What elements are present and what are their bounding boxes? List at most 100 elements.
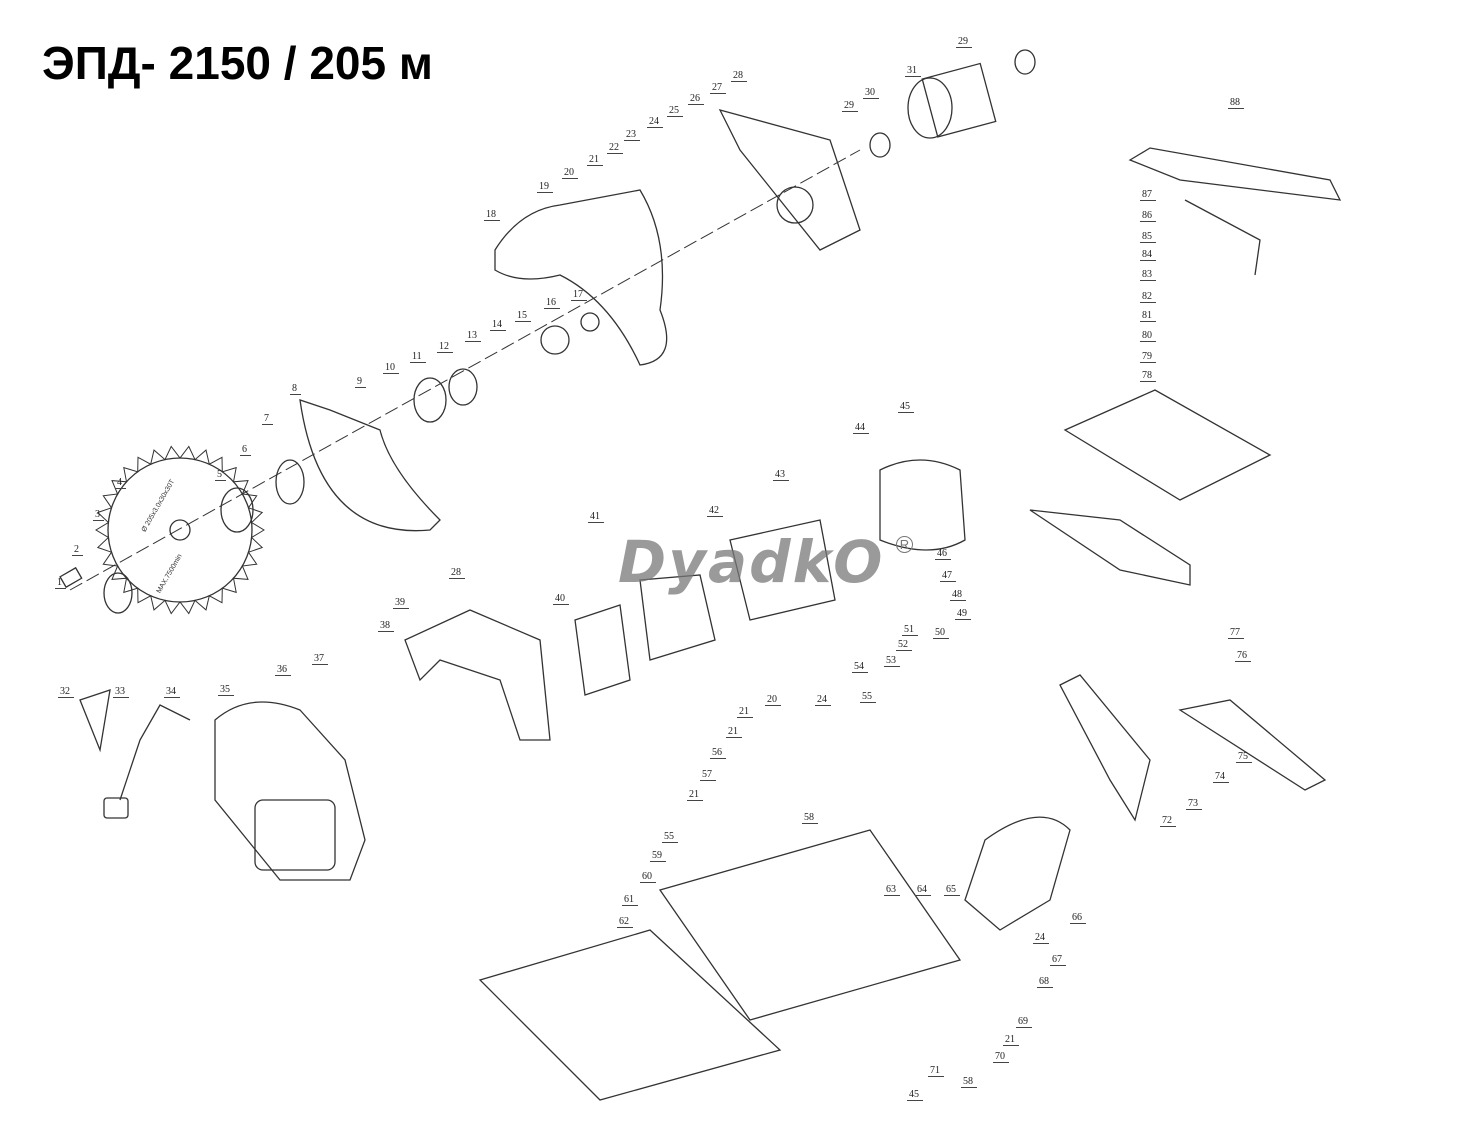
part-number-label: 58 xyxy=(961,1077,977,1088)
part-number-label: 84 xyxy=(1140,250,1156,261)
part-number-label: 28 xyxy=(731,71,747,82)
part-number-label: 17 xyxy=(571,290,587,301)
part-number-label: 21 xyxy=(726,727,742,738)
part-number-label: 20 xyxy=(765,695,781,706)
part-number-label: 61 xyxy=(622,895,638,906)
part-number-label: 68 xyxy=(1037,977,1053,988)
part-number-label: 33 xyxy=(113,687,129,698)
base-plate xyxy=(658,829,962,1021)
part-number-label: 42 xyxy=(707,506,723,517)
part-number-label: 10 xyxy=(383,363,399,374)
part-number-label: 7 xyxy=(262,414,273,425)
part-number-label: 18 xyxy=(484,210,500,221)
part-number-label: 23 xyxy=(624,130,640,141)
part-number-label: 86 xyxy=(1140,211,1156,222)
part-number-label: 34 xyxy=(164,687,180,698)
part-number-label: 52 xyxy=(896,640,912,651)
lower-guard xyxy=(299,399,441,532)
part-number-label: 80 xyxy=(1140,331,1156,342)
part-number-label: 53 xyxy=(884,656,900,667)
part-number-label: 20 xyxy=(562,168,578,179)
part-number-label: 25 xyxy=(667,106,683,117)
part-number-label: 19 xyxy=(537,182,553,193)
part-number-label: 78 xyxy=(1140,371,1156,382)
part-number-label: 66 xyxy=(1070,913,1086,924)
part-number-label: 24 xyxy=(647,117,663,128)
watermark-logo: DyadkO xyxy=(618,528,885,596)
part-number-label: 26 xyxy=(688,94,704,105)
upper-guard xyxy=(494,189,668,366)
motor-body-half xyxy=(214,701,366,881)
armature xyxy=(869,49,1036,158)
part-number-label: 55 xyxy=(662,832,678,843)
washer xyxy=(275,459,305,505)
part-number-label: 29 xyxy=(842,101,858,112)
part-number-label: 35 xyxy=(218,685,234,696)
part-number-label: 67 xyxy=(1050,955,1066,966)
saw-guard-lever xyxy=(1178,699,1327,791)
registered-mark: R xyxy=(896,536,913,553)
part-number-label: 21 xyxy=(1003,1035,1019,1046)
part-number-label: 8 xyxy=(290,384,301,395)
part-number-label: 16 xyxy=(544,298,560,309)
part-number-label: 47 xyxy=(940,571,956,582)
part-number-label: 45 xyxy=(898,402,914,413)
base-sole xyxy=(478,929,782,1101)
bearing xyxy=(448,368,478,406)
part-number-label: 65 xyxy=(944,885,960,896)
part-number-label: 3 xyxy=(93,510,104,521)
part-number-label: 31 xyxy=(905,66,921,77)
stator xyxy=(639,574,716,661)
part-number-label: 28 xyxy=(449,568,465,579)
part-number-label: 87 xyxy=(1140,190,1156,201)
part-number-label: 88 xyxy=(1228,98,1244,109)
part-number-label: 29 xyxy=(956,37,972,48)
part-number-label: 24 xyxy=(815,695,831,706)
part-number-label: 21 xyxy=(687,790,703,801)
part-number-label: 81 xyxy=(1140,311,1156,322)
front-knob-handle xyxy=(964,816,1071,931)
part-number-label: 82 xyxy=(1140,292,1156,303)
part-number-label: 62 xyxy=(617,917,633,928)
part-number-label: 63 xyxy=(884,885,900,896)
part-number-label: 85 xyxy=(1140,232,1156,243)
part-number-label: 37 xyxy=(312,654,328,665)
part-number-label: 12 xyxy=(437,342,453,353)
part-number-label: 30 xyxy=(863,88,879,99)
part-number-label: 6 xyxy=(240,445,251,456)
blade-speed-text: MAX.7500min xyxy=(156,553,184,595)
part-number-label: 24 xyxy=(1033,933,1049,944)
parallel-guide xyxy=(1063,389,1272,501)
handle-half xyxy=(404,609,551,741)
part-number-label: 71 xyxy=(928,1066,944,1077)
part-number-label: 21 xyxy=(737,707,753,718)
part-number-label: 27 xyxy=(710,83,726,94)
part-number-label: 49 xyxy=(955,609,971,620)
part-number-label: 14 xyxy=(490,320,506,331)
part-number-label: 13 xyxy=(465,331,481,342)
plug xyxy=(103,797,129,819)
part-number-label: 74 xyxy=(1213,772,1229,783)
inner-flange xyxy=(220,487,254,533)
part-number-label: 58 xyxy=(802,813,818,824)
part-number-label: 39 xyxy=(393,598,409,609)
part-number-label: 41 xyxy=(588,512,604,523)
gear-housing xyxy=(718,108,861,251)
part-number-label: 73 xyxy=(1186,799,1202,810)
part-number-label: 38 xyxy=(378,621,394,632)
part-number-label: 46 xyxy=(935,549,951,560)
part-number-label: 69 xyxy=(1016,1017,1032,1028)
part-number-label: 5 xyxy=(215,470,226,481)
part-number-label: 45 xyxy=(907,1090,923,1101)
part-number-label: 11 xyxy=(410,352,426,363)
part-number-label: 51 xyxy=(902,625,918,636)
cord-clamp xyxy=(79,689,111,753)
part-number-label: 32 xyxy=(58,687,74,698)
guide-rule xyxy=(1029,509,1191,586)
assembly-axis-line xyxy=(69,149,861,591)
part-number-label: 21 xyxy=(587,155,603,166)
part-number-label: 15 xyxy=(515,311,531,322)
part-number-label: 54 xyxy=(852,662,868,673)
